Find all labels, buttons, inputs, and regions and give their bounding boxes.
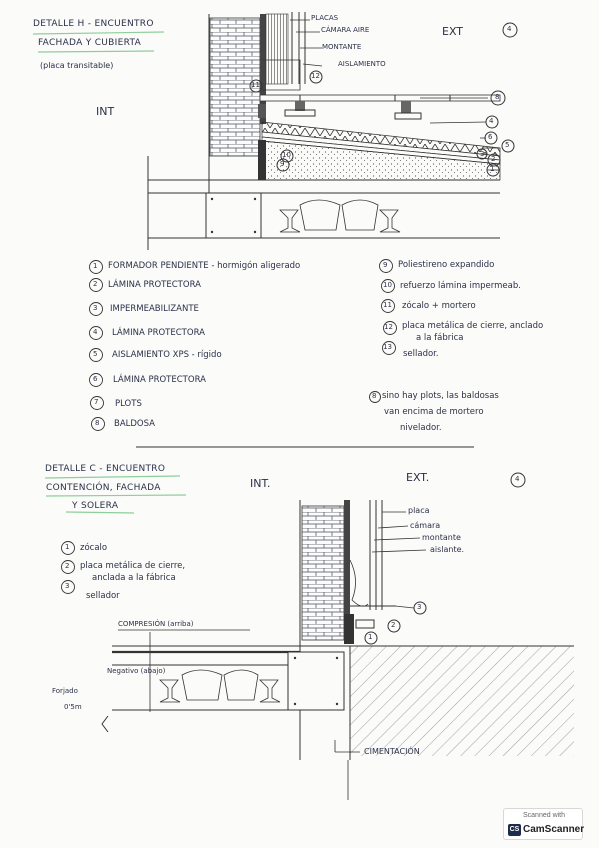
legend-num: 6	[93, 375, 98, 383]
legend-text: LÁMINA PROTECTORA	[112, 328, 205, 338]
legend-num: 4	[93, 328, 98, 336]
note-line3: nivelador.	[400, 423, 442, 433]
detail-c-circle-mark: 4	[515, 475, 520, 483]
detail-h-ext-label: EXT	[442, 25, 464, 38]
legend-text-cont: a la fábrica	[416, 333, 464, 343]
legend-text: refuerzo lámina impermeab.	[400, 281, 521, 291]
callout-8: 8	[495, 93, 500, 101]
callout-forjado-line1: Forjado	[52, 687, 78, 695]
callout-3: 3	[417, 603, 422, 611]
detail-h-title-line1: DETALLE H - ENCUENTRO	[33, 19, 154, 29]
legend-text: Poliestireno expandido	[398, 260, 495, 270]
callout-aislante: aislante.	[430, 545, 465, 554]
callout-2: 2	[491, 155, 496, 163]
legend-num: 10	[383, 281, 392, 289]
callout-forjado-line2: 0'5m	[64, 703, 82, 711]
legend-text: LÁMINA PROTECTORA	[113, 375, 206, 385]
legend-num: 1	[65, 543, 70, 551]
detail-c-ext-label: EXT.	[406, 471, 430, 484]
note-line1: sino hay plots, las baldosas	[382, 391, 499, 401]
watermark-name: CamScanner	[523, 824, 585, 835]
legend-text: zócalo	[80, 543, 108, 553]
callout-6: 6	[488, 133, 493, 141]
callout-3: 3	[480, 150, 485, 158]
callout-1: 1	[490, 165, 495, 173]
legend-text-cont: anclada a la fábrica	[92, 573, 176, 583]
legend-num: 3	[65, 582, 70, 590]
legend-num: 1	[93, 262, 98, 270]
legend-num: 3	[93, 304, 98, 312]
legend-text: AISLAMIENTO XPS - rígido	[112, 350, 222, 360]
callout-camara-aire: CÁMARA AIRE	[321, 26, 370, 34]
legend-num: 9	[383, 261, 388, 269]
detail-h-subtitle: (placa transitable)	[40, 61, 114, 70]
callout-12: 12	[311, 72, 320, 80]
legend-num: 8	[95, 419, 100, 427]
legend-text: BALDOSA	[114, 419, 155, 429]
callout-montante: MONTANTE	[322, 43, 362, 51]
legend-text: placa metálica de cierre, anclado	[402, 321, 544, 331]
legend-text: sellador	[86, 591, 120, 601]
detail-c-int-label: INT.	[250, 477, 271, 490]
legend-num: 7	[94, 398, 99, 406]
detail-h-circle-mark: 4	[507, 25, 512, 33]
detail-c-title-line1: DETALLE C - ENCUENTRO	[45, 464, 166, 474]
callout-placas: PLACAS	[311, 14, 339, 22]
callout-10: 10	[282, 151, 291, 159]
callout-negativo: Negativo (abajo)	[107, 667, 166, 675]
legend-num: 11	[383, 301, 392, 309]
note-num: 8	[372, 392, 377, 400]
callout-2: 2	[391, 621, 396, 629]
callout-camara: cámara	[410, 521, 441, 530]
legend-num: 2	[93, 280, 98, 288]
legend-num: 2	[65, 562, 70, 570]
detail-h-title-line2: FACHADA Y CUBIERTA	[38, 38, 142, 48]
legend-num: 5	[93, 350, 98, 358]
callout-9: 9	[280, 160, 285, 168]
detail-c-title-line3: Y SOLERA	[72, 501, 119, 511]
legend-num: 12	[384, 323, 393, 331]
legend-text: IMPERMEABILIZANTE	[110, 304, 199, 314]
legend-text: PLOTS	[115, 399, 142, 409]
legend-text: FORMADOR PENDIENTE - hormigón aligerado	[108, 261, 301, 271]
callout-compresion: COMPRESIÓN (arriba)	[118, 620, 194, 628]
legend-text: LÁMINA PROTECTORA	[108, 280, 201, 290]
legend-text: sellador.	[403, 349, 439, 359]
callout-cimentacion: CIMENTACIÓN	[364, 747, 420, 756]
callout-placa: placa	[408, 506, 430, 515]
callout-1: 1	[368, 633, 373, 641]
legend-text: placa metálica de cierre,	[80, 561, 186, 571]
callout-4: 4	[489, 117, 494, 125]
callout-11: 11	[251, 81, 260, 89]
camscanner-watermark: Scanned with CS CamScanner	[503, 808, 585, 840]
legend-text: zócalo + mortero	[402, 301, 476, 311]
callout-aislamiento: AISLAMIENTO	[338, 60, 386, 68]
callout-5: 5	[505, 141, 510, 149]
legend-num: 13	[383, 343, 392, 351]
note-line2: van encima de mortero	[384, 407, 484, 417]
detail-c-title-line2: CONTENCIÓN, FACHADA	[46, 483, 161, 493]
camscanner-logo-icon: CS	[508, 824, 521, 836]
detail-h-int-label: INT	[96, 105, 115, 118]
callout-montante: montante	[422, 533, 461, 542]
watermark-top-text: Scanned with	[522, 812, 566, 819]
